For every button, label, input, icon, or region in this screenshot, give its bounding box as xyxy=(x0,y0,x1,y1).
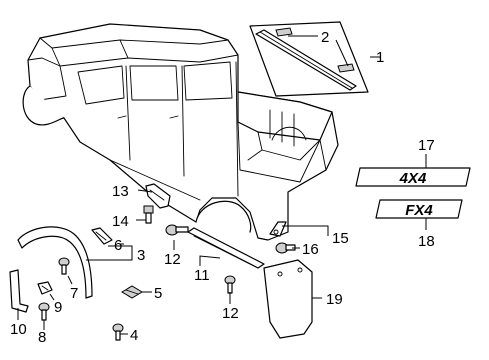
bracket-13 xyxy=(145,183,171,209)
pickup-truck-body xyxy=(22,23,339,241)
callout-19: 19 xyxy=(326,291,343,308)
mud-flap-19 xyxy=(263,259,313,339)
callout-numbers: 1 2 3 4 5 6 7 8 9 10 11 12 12 13 14 15 1… xyxy=(10,29,435,346)
emblem-4x4-17: 4X4 xyxy=(355,167,471,187)
callout-12-upper: 12 xyxy=(164,251,181,268)
clip-6 xyxy=(91,227,113,245)
callout-1: 1 xyxy=(376,49,384,66)
leader-lines xyxy=(17,35,427,335)
screw-4 xyxy=(112,323,124,341)
clip-9 xyxy=(37,281,53,295)
callout-15: 15 xyxy=(332,230,349,247)
screw-8 xyxy=(38,302,50,321)
callout-9: 9 xyxy=(54,299,62,316)
callout-4: 4 xyxy=(130,327,138,344)
bolt-16 xyxy=(275,242,296,254)
emblem-fx4-text: FX4 xyxy=(405,202,433,219)
callout-5: 5 xyxy=(154,285,162,302)
callout-17: 17 xyxy=(418,137,435,154)
callout-18: 18 xyxy=(418,233,435,250)
callout-12-lower: 12 xyxy=(222,305,239,322)
push-pin-12-lower xyxy=(224,275,236,294)
molding-kit-box xyxy=(249,21,369,97)
callout-7: 7 xyxy=(70,285,78,302)
callout-6: 6 xyxy=(114,237,122,254)
callout-11: 11 xyxy=(194,267,210,284)
screw-7 xyxy=(58,257,70,275)
bracket-10 xyxy=(9,269,29,313)
callout-10: 10 xyxy=(10,321,27,338)
rocker-strip-11 xyxy=(187,227,265,269)
emblem-4x4-text: 4X4 xyxy=(399,170,427,187)
wheel-opening-molding xyxy=(17,226,93,299)
callout-13: 13 xyxy=(112,183,129,200)
callout-8: 8 xyxy=(38,329,46,346)
callout-2: 2 xyxy=(321,29,329,46)
push-pin-12-upper xyxy=(165,224,189,236)
callout-16: 16 xyxy=(302,241,319,258)
emblem-fx4-18: FX4 xyxy=(375,199,463,219)
callout-14: 14 xyxy=(112,213,129,230)
clip-nut-5 xyxy=(121,285,143,299)
callout-3: 3 xyxy=(137,247,145,264)
bolt-14 xyxy=(143,205,154,224)
